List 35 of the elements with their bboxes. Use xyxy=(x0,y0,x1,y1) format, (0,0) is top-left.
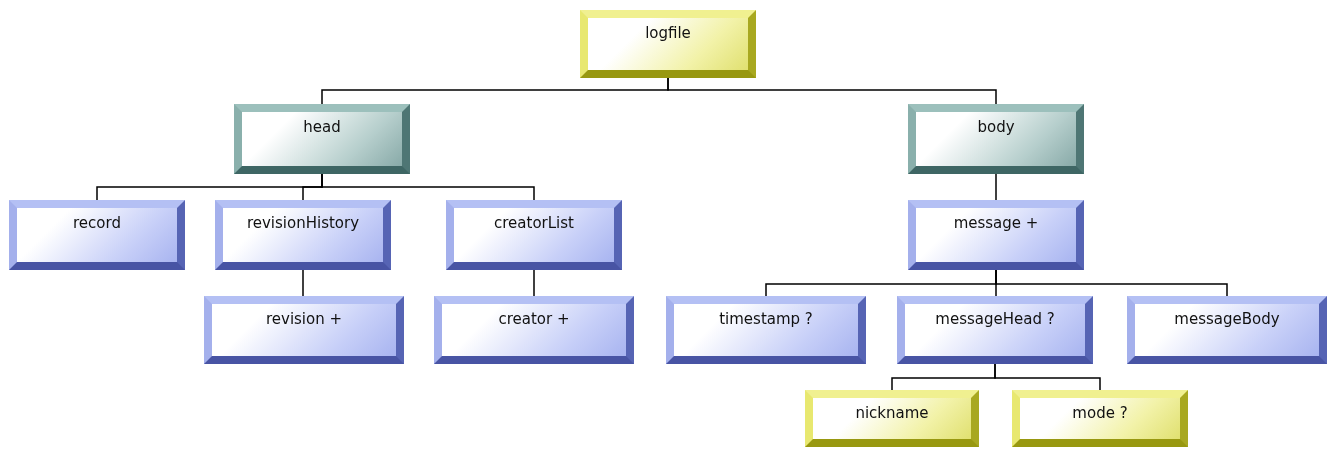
bevel-box xyxy=(204,296,404,364)
connector-line xyxy=(302,269,304,297)
connector-line xyxy=(994,363,1101,391)
bevel-box xyxy=(234,104,410,174)
bevel-box xyxy=(215,200,391,270)
node-label: creatorList xyxy=(493,213,575,232)
connector-line xyxy=(995,173,997,201)
connector-line xyxy=(667,77,997,105)
node-label: revisionHistory xyxy=(245,213,361,232)
connector-line xyxy=(995,269,1228,297)
node-label: nickname xyxy=(854,403,930,422)
node-label: record xyxy=(72,213,122,232)
connector-line xyxy=(321,173,535,201)
bevel-box xyxy=(434,296,634,364)
bevel-box xyxy=(9,200,185,270)
bevel-box xyxy=(897,296,1093,364)
bevel-box xyxy=(666,296,866,364)
bevel-box xyxy=(580,10,756,78)
node-label: messageBody xyxy=(1173,309,1281,328)
node-label: creator + xyxy=(497,309,571,328)
bevel-box xyxy=(446,200,622,270)
node-label: logfile xyxy=(644,23,692,42)
node-label: revision + xyxy=(264,309,344,328)
node-label: head xyxy=(302,117,342,136)
bevel-box xyxy=(908,104,1084,174)
connector-line xyxy=(533,269,535,297)
bevel-box xyxy=(1012,390,1188,447)
node-label: mode ? xyxy=(1071,403,1129,422)
bevel-box xyxy=(1127,296,1327,364)
node-label: timestamp ? xyxy=(718,309,814,328)
node-label: messageHead ? xyxy=(934,309,1056,328)
bevel-box xyxy=(805,390,979,447)
node-label: message + xyxy=(952,213,1040,232)
bevel-box xyxy=(908,200,1084,270)
node-label: body xyxy=(976,117,1016,136)
